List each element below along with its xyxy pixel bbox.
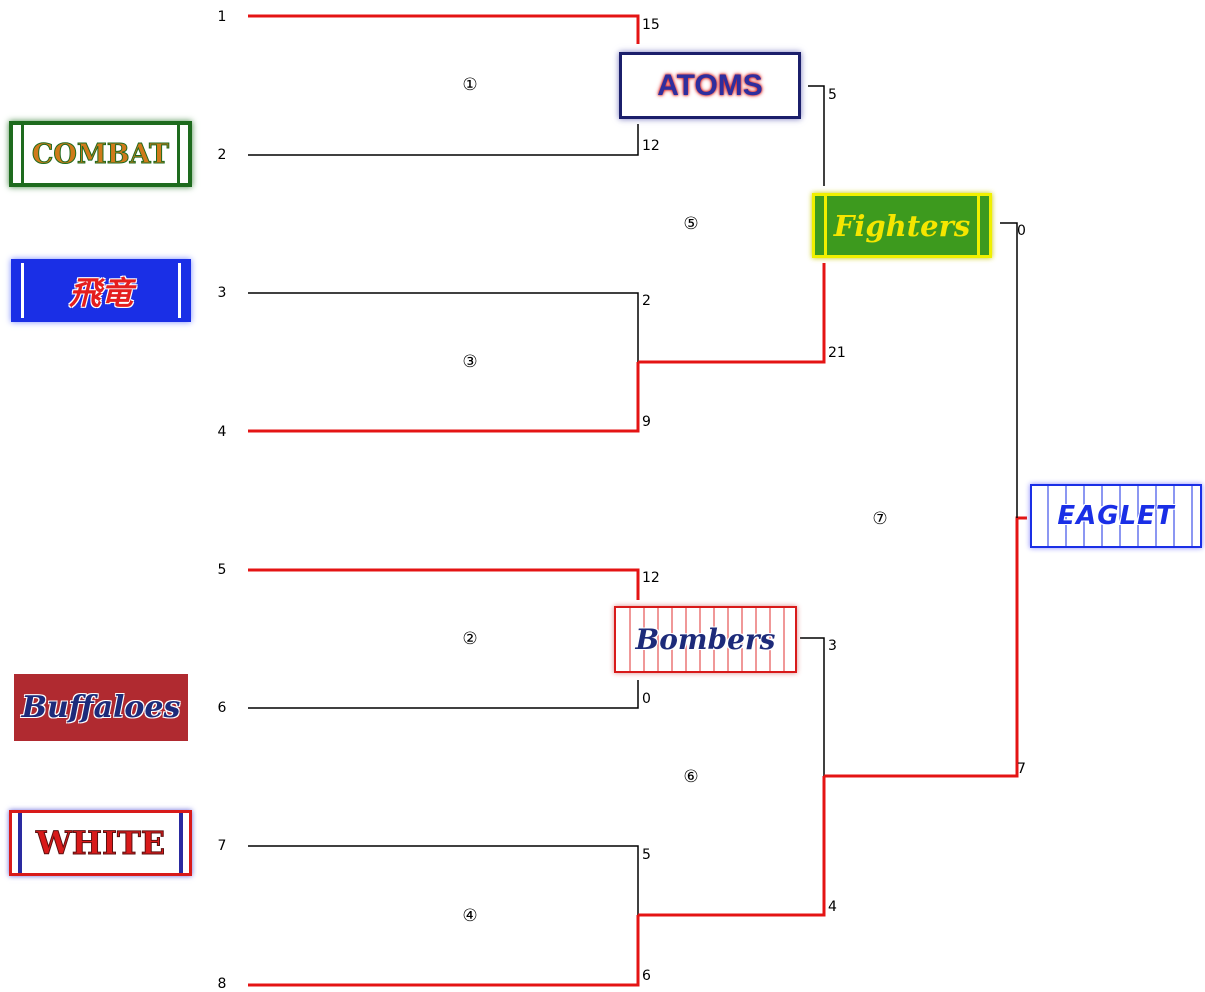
team-logo-hiryu: 飛竜 xyxy=(11,259,191,322)
line-seed-8 xyxy=(248,915,640,987)
line-m4-winner xyxy=(638,776,826,917)
team-name-white: WHITE xyxy=(35,824,166,863)
team-name-atoms: ATOMS xyxy=(657,68,763,102)
stripe-pattern xyxy=(1047,486,1193,546)
match-number-1: ① xyxy=(462,75,478,95)
match-number-3: ③ xyxy=(462,352,478,372)
line-seed-7 xyxy=(248,845,639,915)
team-logo-buffaloes: Buffaloes xyxy=(14,674,188,741)
match-number-6: ⑥ xyxy=(683,767,699,787)
match-number-4: ④ xyxy=(462,906,478,926)
pinstripe-pattern xyxy=(629,608,785,671)
line-m6-winner xyxy=(824,516,1027,778)
line-seed-5 xyxy=(248,568,640,600)
team-name-hiryu: 飛竜 xyxy=(68,273,133,312)
line-seed-1 xyxy=(248,14,640,44)
score-m7-top: 0 xyxy=(1017,223,1026,239)
score-m5-top: 5 xyxy=(828,87,837,103)
score-m7-bottom: 7 xyxy=(1017,761,1026,777)
seed-3: 3 xyxy=(217,285,227,301)
line-m3-winner xyxy=(638,263,826,364)
team-logo-combat: COMBAT xyxy=(9,121,192,187)
team-name-fighters: Fighters xyxy=(833,208,971,243)
seed-1: 1 xyxy=(217,9,227,25)
match-number-2: ② xyxy=(462,629,478,649)
seed-4: 4 xyxy=(217,424,227,440)
team-name-eaglet: EAGLET xyxy=(1057,501,1175,531)
line-m5-winner xyxy=(1000,222,1018,518)
line-m1-winner xyxy=(808,85,825,186)
line-seed-2 xyxy=(248,124,639,156)
score-m3-top: 2 xyxy=(642,293,651,309)
team-name-buffaloes: Buffaloes xyxy=(21,690,181,725)
match-number-5: ⑤ xyxy=(683,214,699,234)
score-m4-top: 5 xyxy=(642,847,651,863)
team-logo-white: WHITE xyxy=(9,810,192,876)
score-m5-bottom: 21 xyxy=(828,345,846,361)
team-logo-atoms: ATOMS xyxy=(619,52,801,119)
score-m1-top: 15 xyxy=(642,17,660,33)
score-m3-bottom: 9 xyxy=(642,414,651,430)
score-m4-bottom: 6 xyxy=(642,968,651,984)
team-logo-fighters: Fighters xyxy=(812,193,992,258)
seed-8: 8 xyxy=(217,976,227,992)
seed-6: 6 xyxy=(217,700,227,716)
seed-5: 5 xyxy=(217,562,227,578)
score-m2-top: 12 xyxy=(642,570,660,586)
team-logo-eaglet: EAGLET xyxy=(1030,484,1202,548)
match-number-7: ⑦ xyxy=(872,509,888,529)
score-m6-top: 3 xyxy=(828,638,837,654)
team-name-bombers: Bombers xyxy=(635,623,776,656)
score-m6-bottom: 4 xyxy=(828,899,837,915)
line-m2-winner xyxy=(800,637,825,776)
seed-7: 7 xyxy=(217,838,227,854)
score-m1-bottom: 12 xyxy=(642,138,660,154)
team-name-combat: COMBAT xyxy=(31,138,170,170)
seed-2: 2 xyxy=(217,147,227,163)
score-m2-bottom: 0 xyxy=(642,691,651,707)
line-seed-3 xyxy=(248,292,639,362)
line-seed-4 xyxy=(248,362,640,433)
line-seed-6 xyxy=(248,680,639,709)
team-logo-bombers: Bombers xyxy=(614,606,797,673)
